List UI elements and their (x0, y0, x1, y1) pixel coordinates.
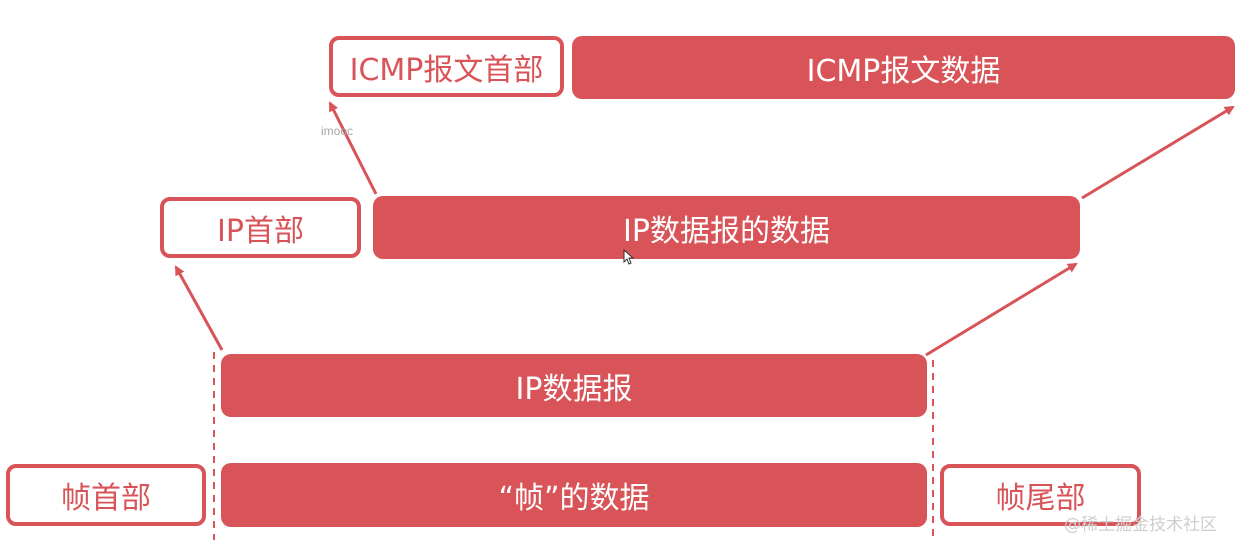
ip-header-box: IP首部 (160, 197, 361, 258)
ip-datagram-label: IP数据报 (515, 371, 633, 407)
frame-trailer-label: 帧尾部 (995, 481, 1086, 516)
icmp-header-label: ICMP报文首部 (349, 52, 544, 88)
icmp-data-box: ICMP报文数据 (572, 36, 1235, 99)
frame-header-label: 帧首部 (61, 481, 151, 516)
juejin-watermark: @稀土掘金技术社区 (1064, 515, 1217, 535)
icmp-header-box: ICMP报文首部 (329, 36, 564, 97)
ip-datagram-box: IP数据报 (221, 354, 927, 417)
ip-data-box: IP数据报的数据 (373, 196, 1080, 259)
ip-header-label: IP首部 (217, 213, 304, 249)
ip-data-label: IP数据报的数据 (623, 213, 830, 249)
frame-data-box: “帧”的数据 (221, 463, 927, 527)
frame-header-box: 帧首部 (6, 464, 206, 526)
mouse-cursor-icon (623, 249, 634, 265)
arrow-ip-data-to-icmp-header (328, 101, 378, 195)
imooc-watermark: imooc (321, 124, 354, 138)
frame-trailer-box: 帧尾部 (940, 464, 1141, 526)
arrow-datagram-to-ip-data (925, 262, 1078, 357)
frame-data-label: “帧”的数据 (498, 481, 650, 516)
arrow-datagram-to-ip-header (174, 265, 224, 351)
icmp-data-label: ICMP报文数据 (806, 53, 1001, 89)
arrow-ip-data-to-icmp-data (1081, 105, 1235, 200)
